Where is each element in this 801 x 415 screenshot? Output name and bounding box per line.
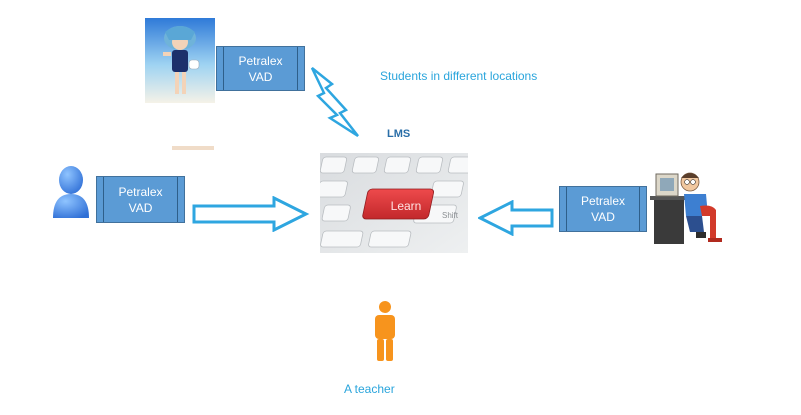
learn-keyboard-icon: Learn Shift — [316, 153, 475, 253]
person-at-computer-icon — [650, 166, 730, 246]
vad-box-right-line1: Petralex — [580, 194, 626, 208]
students-caption: Students in different locations — [380, 69, 538, 83]
lms-label: LMS — [387, 128, 411, 140]
student-photo-icon — [145, 18, 215, 103]
learn-key-label: Learn — [391, 199, 422, 213]
vad-box-left-line1: Petralex — [118, 184, 163, 199]
left-arrow-icon — [476, 199, 554, 237]
vad-box-top-line2: VAD — [248, 69, 273, 84]
teacher-caption: A teacher — [344, 382, 395, 396]
photo-reflection — [172, 146, 214, 150]
lightning-arrow-icon — [308, 66, 360, 138]
vad-box-right-line2: VAD — [591, 210, 615, 224]
user-silhouette-icon — [50, 164, 92, 220]
shift-key-label: Shift — [442, 211, 459, 220]
teacher-figure-icon — [371, 301, 399, 361]
vad-box-left: Petralex VAD — [96, 176, 185, 223]
vad-box-top: Petralex VAD — [216, 46, 305, 91]
vad-box-left-line2: VAD — [128, 200, 153, 215]
vad-box-right: Petralex VAD — [559, 186, 647, 232]
vad-box-top-line1: Petralex — [238, 53, 283, 68]
right-arrow-icon — [192, 195, 310, 233]
